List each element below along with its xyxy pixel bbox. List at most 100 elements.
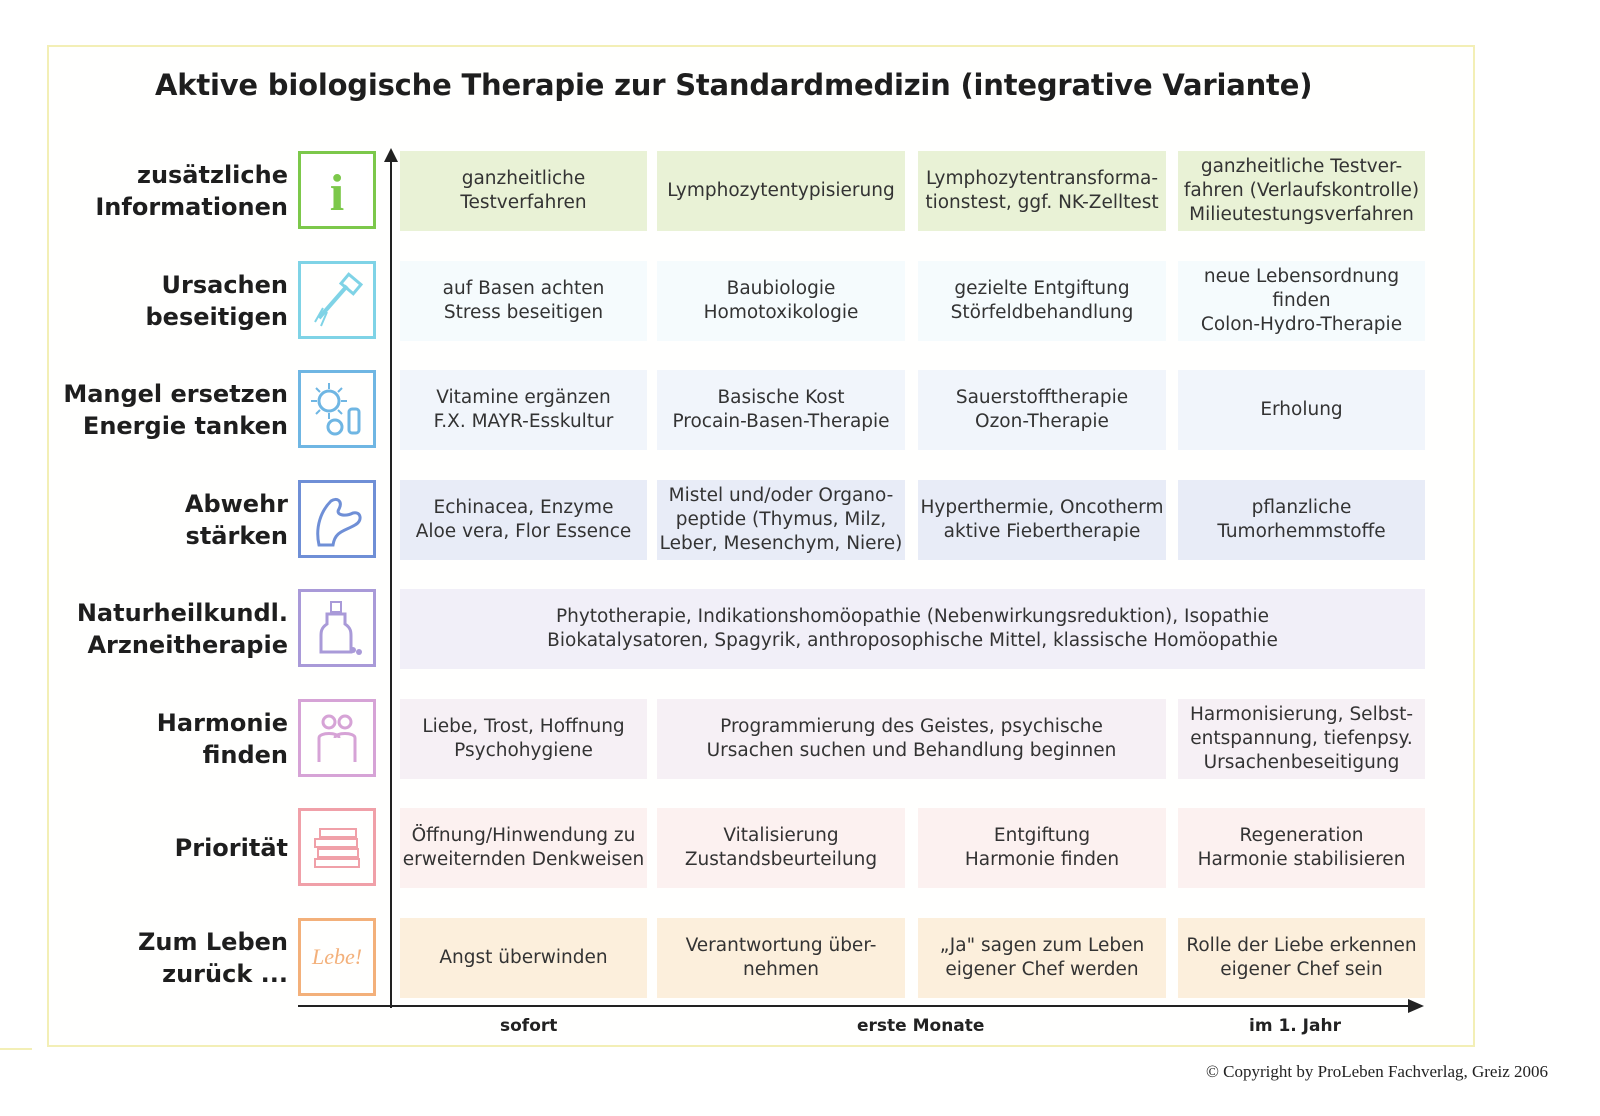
cell-line: F.X. MAYR-Esskultur <box>433 411 614 432</box>
row-label-3: Abwehr stärken <box>60 480 288 560</box>
row-label-line: Energie tanken <box>82 412 288 440</box>
cell-line: Angst überwinden <box>439 947 608 968</box>
cell-line: neue Lebensordnung <box>1203 266 1400 287</box>
row-label-7: Zum Leben zurück ... <box>60 918 288 998</box>
therapy-cell: Öffnung/Hinwendung zu erweiternden Denkwe… <box>400 808 647 888</box>
time-label-im-1-jahr: im 1. Jahr <box>1249 1016 1341 1036</box>
row-label-line: zurück ... <box>162 960 288 988</box>
cell-line: Testverfahren <box>460 192 587 213</box>
cell-line: Sauerstofftherapie <box>955 387 1129 408</box>
cell-line: Öffnung/Hinwendung zu <box>411 825 636 846</box>
row-label-line: Zum Leben <box>138 928 288 956</box>
cell-line: gezielte Entgiftung <box>954 278 1130 299</box>
cell-line: Programmierung des Geistes, psychische <box>720 716 1103 737</box>
therapy-cell: Erholung <box>1178 370 1425 450</box>
lebe-sign-icon: Lebe! <box>298 918 376 996</box>
cell-line: Vitalisierung <box>723 825 839 846</box>
therapy-cell: Verantwortung über-nehmen <box>657 918 905 998</box>
svg-text:i: i <box>330 165 344 222</box>
time-label-sofort: sofort <box>500 1016 558 1036</box>
therapy-cell: Mistel und/oder Organo-peptide (Thymus, … <box>657 480 905 560</box>
info-icon: i <box>298 151 376 229</box>
cell-line: Homotoxikologie <box>703 302 859 323</box>
cell-line: Milieutestungsverfahren <box>1189 204 1414 225</box>
cell-line: Procain-Basen-Therapie <box>672 411 890 432</box>
row-label-line: stärken <box>185 522 288 550</box>
cell-line: Harmonie stabilisieren <box>1197 849 1406 870</box>
stacked-books-icon <box>298 808 376 886</box>
cell-line: „Ja" sagen zum Leben <box>939 935 1145 956</box>
row-label-line: finden <box>202 741 288 769</box>
time-axis-arrow <box>1408 999 1424 1013</box>
row-label-line: Arzneitherapie <box>87 631 288 659</box>
cell-line: tionstest, ggf. NK-Zelltest <box>925 192 1159 213</box>
cell-line: Biokatalysatoren, Spagyrik, anthroposoph… <box>547 630 1278 651</box>
time-label-erste-monate: erste Monate <box>857 1016 985 1036</box>
cell-line: nehmen <box>743 959 819 980</box>
cell-line: eigener Chef sein <box>1220 959 1383 980</box>
copyright-notice: © Copyright by ProLeben Fachverlag, Grei… <box>1206 1062 1548 1081</box>
cell-line: Lymphozytentypisierung <box>667 180 895 201</box>
time-axis <box>298 1005 1410 1007</box>
therapy-cell: ganzheitliche Testver-fahren (Verlaufsko… <box>1178 151 1425 231</box>
cell-line: Aloe vera, Flor Essence <box>415 521 632 542</box>
cell-line: Baubiologie <box>726 278 836 299</box>
cell-line: Vitamine ergänzen <box>436 387 611 408</box>
cell-line: peptide (Thymus, Milz, <box>675 509 887 530</box>
therapy-cell: „Ja" sagen zum Leben eigener Chef werden <box>918 918 1166 998</box>
therapy-cell: Lymphozytentypisierung <box>657 151 905 231</box>
vertical-axis-arrow <box>384 148 398 162</box>
therapy-cell: Harmonisierung, Selbst-entspannung, tief… <box>1178 699 1425 779</box>
vertical-axis <box>390 160 392 1008</box>
cell-line: ganzheitliche <box>461 168 586 189</box>
embrace-icon <box>298 699 376 777</box>
row-label-line: Informationen <box>95 193 288 221</box>
lebe-sign-text: Lebe! <box>311 944 363 969</box>
cell-line: Liebe, Trost, Hoffnung <box>422 716 625 737</box>
cell-line: Leber, Mesenchym, Niere) <box>659 533 903 554</box>
cell-line: eigener Chef werden <box>945 959 1139 980</box>
cell-line: Ursachen suchen und Behandlung beginnen <box>706 740 1117 761</box>
cell-line: Harmonie finden <box>964 849 1120 870</box>
cell-line: Hyperthermie, Oncotherm <box>920 497 1164 518</box>
cell-line: Zustandsbeurteilung <box>684 849 878 870</box>
row-label-4: Naturheilkundl.Arzneitherapie <box>60 589 288 669</box>
row-label-line: zusätzliche <box>136 161 288 189</box>
cell-line: Psychohygiene <box>454 740 593 761</box>
cell-line: Störfeldbehandlung <box>950 302 1134 323</box>
cell-line: fahren (Verlaufskontrolle) <box>1183 180 1420 201</box>
row-label-line: Abwehr <box>184 490 288 518</box>
muscle-arm-icon <box>298 480 376 558</box>
row-label-line: Ursachen <box>161 271 288 299</box>
row-label-line: Priorität <box>174 834 288 862</box>
cell-line: Verantwortung über- <box>685 935 877 956</box>
cell-line: Regeneration <box>1239 825 1364 846</box>
cell-line: Mistel und/oder Organo- <box>668 485 894 506</box>
diagram-title: Aktive biologische Therapie zur Standard… <box>155 68 1313 102</box>
cell-line: Erholung <box>1260 399 1343 420</box>
cell-line: erweiternden Denkweisen <box>402 849 645 870</box>
cell-line: finden <box>1272 290 1331 311</box>
row-label-1: Ursachen beseitigen <box>60 261 289 341</box>
cell-line: Entgiftung <box>993 825 1091 846</box>
cell-line: pflanzliche <box>1251 497 1352 518</box>
row-label-line: beseitigen <box>145 303 289 331</box>
row-label-6: Priorität <box>60 808 288 888</box>
row-label-line: Mangel ersetzen <box>63 380 288 408</box>
cell-line: ganzheitliche Testver- <box>1200 156 1403 177</box>
